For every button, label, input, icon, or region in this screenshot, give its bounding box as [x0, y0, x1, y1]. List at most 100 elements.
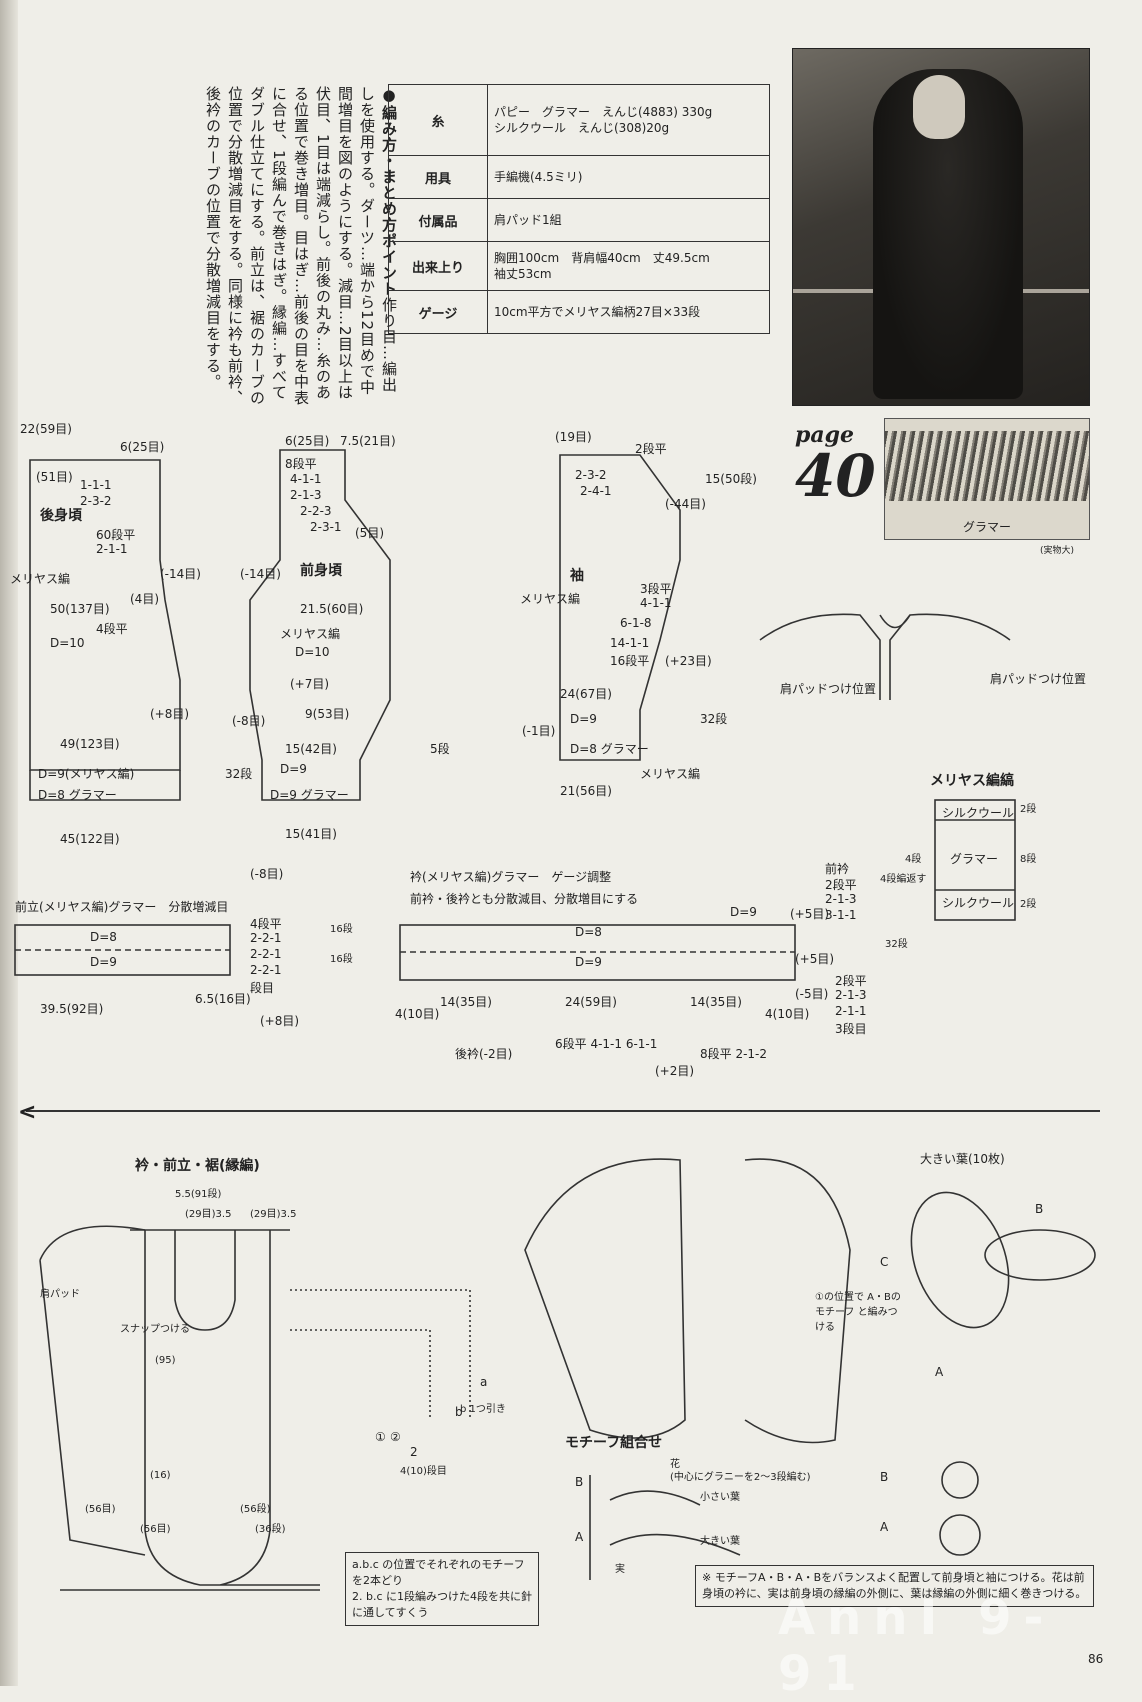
collar-label: 32段: [885, 939, 908, 950]
collar-label: D=9: [730, 905, 757, 919]
front-label: 9(53目): [305, 707, 350, 721]
collar-label: 6段平 4-1-1 6-1-1: [555, 1037, 658, 1051]
front-band-label: 2-2-1: [250, 931, 282, 945]
spec-key: 糸: [388, 84, 488, 156]
collar-label: 前衿: [825, 862, 850, 876]
yarn-caption: (実物大): [1040, 546, 1075, 556]
spec-value: パピー グラマー えんじ(4883) 330g シルクウール えんじ(308)2…: [487, 84, 770, 156]
yarn-fiber-image: [885, 431, 1089, 501]
collar-label: 後衿(-2目): [455, 1047, 513, 1061]
front-label: 5段: [430, 742, 450, 756]
sleeve-title: 袖: [570, 568, 584, 584]
front-band-label: 16段: [330, 954, 353, 965]
sleeve-sub: メリヤス編: [520, 592, 581, 606]
back-label: (51目): [36, 470, 73, 484]
back-label: 2-1-1: [96, 542, 128, 556]
front-label: (-14目): [240, 567, 281, 581]
collar-label: 2-1-3: [835, 988, 867, 1002]
watermark: AnnI 9-91: [778, 1590, 1056, 1702]
front-label: D=9 グラマー: [270, 788, 349, 802]
front-band-label: (-8目): [250, 867, 284, 881]
sleeve-label: 32段: [700, 712, 728, 726]
back-label: (4目): [130, 592, 159, 606]
motif-combination-sketch: [589, 1475, 741, 1580]
collar-title: 衿(メリヤス編)グラマー ゲージ調整: [410, 870, 612, 884]
spec-key: 出来上り: [388, 241, 488, 291]
motif-a-flower: [939, 1514, 981, 1556]
back-label: D=8 グラマー: [38, 788, 117, 802]
back-body-shape: [29, 459, 181, 771]
back-label: 4段平: [96, 622, 128, 636]
collar-label: (+5目): [790, 907, 830, 921]
left-arrow-icon: <: [18, 1100, 37, 1125]
step-note-2: 2. b.c に1段編みつけた4段を共に針に通してすくう: [352, 1590, 533, 1619]
front-band-label: 4段平: [250, 917, 282, 931]
collar-label: 3-1-1: [825, 908, 857, 922]
spec-key: ゲージ: [388, 290, 488, 334]
shoulder-pad-right-label: 肩パッドつけ位置: [990, 672, 1087, 686]
front-label: 2-1-3: [290, 488, 322, 502]
back-body-title: 後身頃: [40, 508, 82, 524]
front-label: 2-3-1: [310, 520, 342, 534]
front-band-label: 16段: [330, 924, 353, 935]
spec-value: 胸囲100cm 背肩幅40cm 丈49.5cm 袖丈53cm: [487, 241, 770, 291]
back-label: 49(123目): [60, 737, 120, 751]
book-gutter: [0, 0, 18, 1686]
combine-label: 大きい葉: [700, 1536, 740, 1547]
front-label: 32段: [225, 767, 253, 781]
bottom-label: (95): [155, 1355, 176, 1366]
detail-label: 2: [410, 1445, 418, 1459]
sleeve-label: 14-1-1: [610, 636, 650, 650]
large-leaf-motif: [910, 1191, 1010, 1329]
bottom-label: (36段): [255, 1524, 286, 1535]
collar-label: 14(35目): [690, 995, 742, 1009]
gauge-stripe-box: [934, 799, 1016, 921]
bottom-label: 5.5(91段): [175, 1189, 222, 1200]
sleeve-label: 4-1-1: [640, 596, 672, 610]
section-divider-arrow: [26, 1110, 1100, 1112]
sleeve-label: 24(67目): [560, 687, 612, 701]
collar-label: 8段平 2-1-2: [700, 1047, 768, 1061]
back-label: 50(137目): [50, 602, 110, 616]
yarn-sample: グラマー: [884, 418, 1090, 540]
front-band-label: D=8: [90, 930, 117, 944]
sleeve-label: D=8 グラマー: [570, 742, 649, 756]
sleeve-label: 16段平: [610, 654, 650, 668]
model-photo: [792, 48, 1090, 406]
back-label: 1-1-1: [80, 478, 112, 492]
bottom-label: (56段): [240, 1504, 271, 1515]
front-body-shape: [249, 449, 391, 801]
combine-label: 小さい葉: [700, 1492, 740, 1503]
front-label: 8段平: [285, 457, 317, 471]
front-label: (-8目): [232, 714, 266, 728]
front-label: (+7目): [290, 677, 330, 691]
collar-label: 24(59目): [565, 995, 617, 1009]
page-number: 40: [795, 442, 876, 510]
motif-label: A: [935, 1365, 944, 1379]
sleeve-label: (-1目): [522, 724, 556, 738]
gauge-box-row: シルクウール: [942, 806, 1015, 820]
shoulder-pad-sketch: [759, 613, 1011, 700]
back-label: 60段平: [96, 528, 136, 542]
motif-label: ①の位置で A・Bのモチーフ と編みつける: [815, 1292, 901, 1333]
collar-label: 2段平: [825, 878, 857, 892]
collar-label: 14(35目): [440, 995, 492, 1009]
combine-label: A: [880, 1520, 889, 1534]
sleeve-label: 15(50段): [705, 472, 757, 486]
spec-row: 出来上り胸囲100cm 背肩幅40cm 丈49.5cm 袖丈53cm: [388, 241, 770, 291]
sleeve-label: (-44目): [665, 497, 706, 511]
bottom-label: 肩パッド: [40, 1289, 80, 1300]
sleeve-shape: [559, 454, 681, 761]
gauge-box-side: 4段: [905, 854, 922, 865]
motif-title: 大きい葉(10枚): [920, 1152, 1005, 1166]
front-band-label: (+8目): [260, 1014, 300, 1028]
sleeve-label: (+23目): [665, 654, 712, 668]
back-hem-band: [29, 770, 181, 801]
shoulder-pad-left-label: 肩パッドつけ位置: [780, 682, 877, 696]
front-label: 15(41目): [285, 827, 337, 841]
leaf-motif-b: [984, 1229, 1096, 1281]
gauge-box-side: 8段: [1020, 854, 1037, 865]
back-label: (-14目): [160, 567, 201, 581]
sleeve-label: D=9: [570, 712, 597, 726]
